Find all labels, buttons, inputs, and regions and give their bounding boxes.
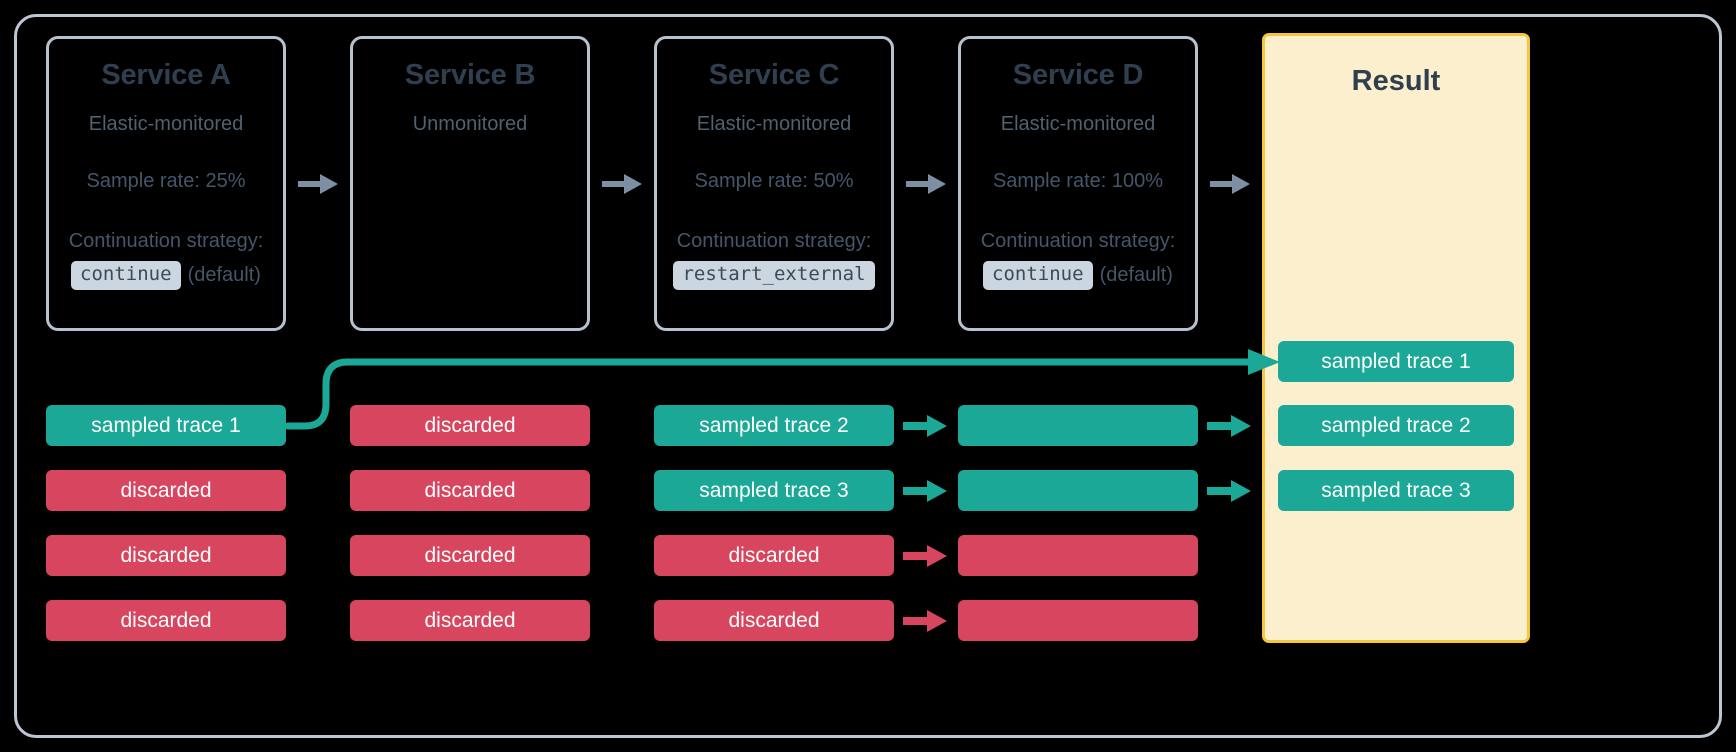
- trace-box: sampled trace 2: [654, 405, 894, 446]
- trace-box: [958, 535, 1198, 576]
- trace-arrow-icon-c-to-d-2: [903, 480, 947, 502]
- result-trace-box: sampled trace 1: [1278, 341, 1514, 382]
- trace-box: sampled trace 1: [46, 405, 286, 446]
- service-monitoring-status: Elastic-monitored: [1000, 112, 1156, 135]
- trace-arrow-icon-c-to-d-1: [903, 415, 947, 437]
- result-panel-title: Result: [1351, 65, 1441, 97]
- service-sample-rate: Sample rate: 50%: [694, 169, 854, 192]
- trace-box: discarded: [654, 600, 894, 641]
- trace-box: discarded: [46, 470, 286, 511]
- trace-box: [958, 405, 1198, 446]
- trace-box: discarded: [350, 405, 590, 446]
- service-title: Service B: [404, 59, 536, 91]
- trace-arrow-icon-d-to-result-1: [1207, 415, 1251, 437]
- service-title: Service D: [1012, 59, 1144, 91]
- trace-box: discarded: [46, 535, 286, 576]
- service-continuation-strategy-row: continue (default): [71, 260, 261, 290]
- service-continuation-strategy-label: Continuation strategy:: [68, 229, 264, 252]
- result-trace-box: sampled trace 3: [1278, 470, 1514, 511]
- flow-arrow-icon-d-to-result: [1210, 174, 1250, 194]
- flow-arrow-icon-a-to-b: [298, 174, 338, 194]
- result-trace-box: sampled trace 2: [1278, 405, 1514, 446]
- service-sample-rate: Sample rate: 100%: [992, 169, 1164, 192]
- connector-sampled-trace-1-to-result: [284, 349, 1280, 430]
- service-card-d: Service D Elastic-monitored Sample rate:…: [958, 36, 1198, 331]
- trace-box: discarded: [350, 470, 590, 511]
- trace-box: discarded: [350, 600, 590, 641]
- continuation-strategy-value: continue: [71, 260, 181, 290]
- service-sample-rate: Sample rate: 25%: [86, 169, 246, 192]
- continuation-strategy-value: continue: [983, 260, 1093, 290]
- trace-box: sampled trace 3: [654, 470, 894, 511]
- service-card-a: Service A Elastic-monitored Sample rate:…: [46, 36, 286, 331]
- service-card-b: Service B Unmonitored: [350, 36, 590, 331]
- service-monitoring-status: Elastic-monitored: [696, 112, 852, 135]
- trace-arrow-icon-c-to-d-4: [903, 610, 947, 632]
- service-monitoring-status: Elastic-monitored: [88, 112, 244, 135]
- service-monitoring-status: Unmonitored: [412, 112, 528, 135]
- service-continuation-strategy-label: Continuation strategy:: [980, 229, 1176, 252]
- trace-box: discarded: [350, 535, 590, 576]
- service-continuation-strategy-row: continue (default): [983, 260, 1173, 290]
- continuation-strategy-note: (default): [1099, 263, 1173, 286]
- trace-box: [958, 470, 1198, 511]
- trace-arrow-icon-d-to-result-2: [1207, 480, 1251, 502]
- service-continuation-strategy-row: restart_external: [673, 260, 875, 290]
- service-title: Service C: [708, 59, 840, 91]
- continuation-strategy-value: restart_external: [673, 260, 875, 290]
- trace-arrow-icon-c-to-d-3: [903, 545, 947, 567]
- flow-arrow-icon-c-to-d: [906, 174, 946, 194]
- trace-box: discarded: [654, 535, 894, 576]
- service-title: Service A: [101, 59, 231, 91]
- continuation-strategy-note: (default): [187, 263, 261, 286]
- flow-arrow-icon-b-to-c: [602, 174, 642, 194]
- service-continuation-strategy-label: Continuation strategy:: [676, 229, 872, 252]
- trace-box: discarded: [46, 600, 286, 641]
- trace-box: [958, 600, 1198, 641]
- result-panel: Result: [1262, 33, 1530, 643]
- service-card-c: Service C Elastic-monitored Sample rate:…: [654, 36, 894, 331]
- diagram-outer-frame: [14, 14, 1722, 738]
